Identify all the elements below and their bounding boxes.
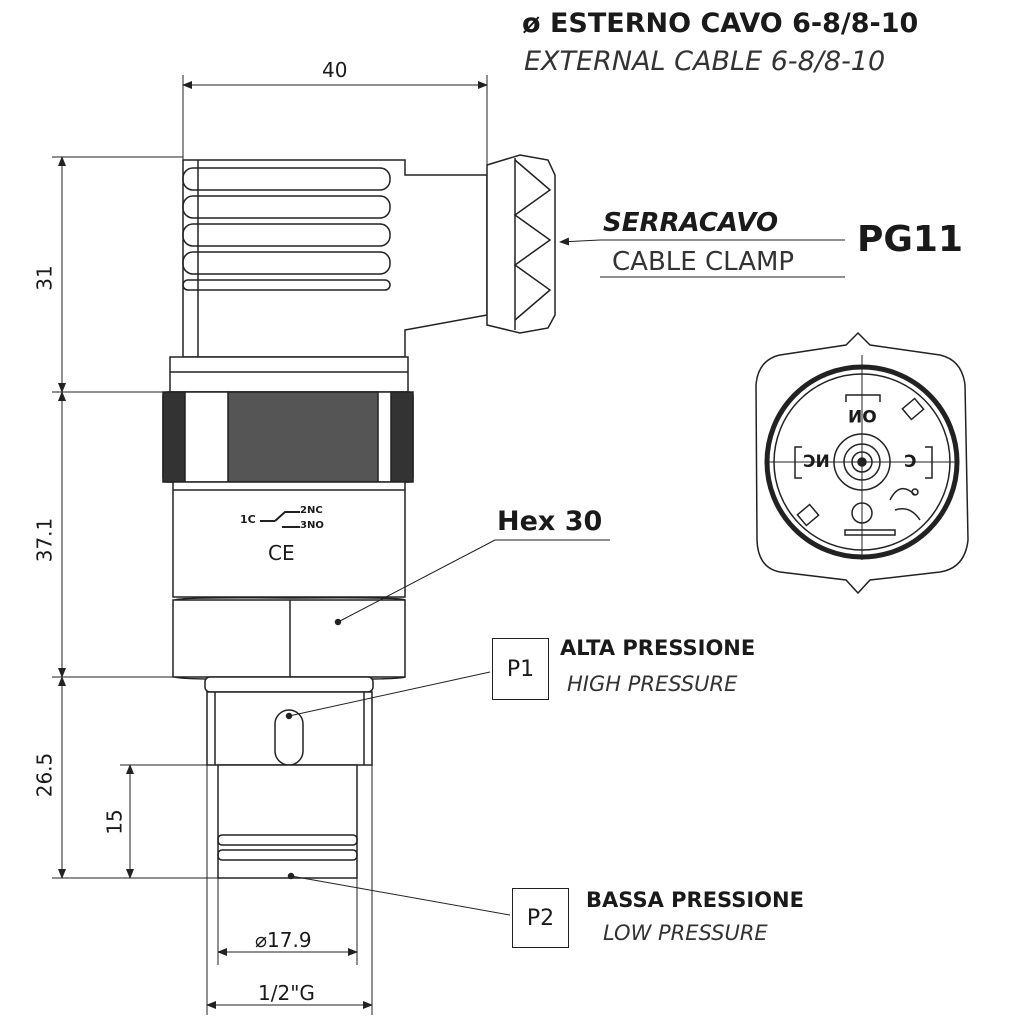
- collar: [169, 356, 409, 393]
- face-label-c: C: [904, 452, 917, 472]
- p1-id: P1: [506, 656, 535, 682]
- dim-width-top: 40: [322, 58, 348, 82]
- dim-body-height: 37.1: [32, 517, 57, 563]
- sensor-body: [172, 481, 406, 598]
- p1-box: P1: [492, 638, 549, 700]
- face-label-nc: NC: [803, 452, 830, 472]
- wiring-common: 1C: [240, 513, 256, 526]
- p2-label-en: LOW PRESSURE: [603, 921, 768, 945]
- head-ribs: [182, 160, 391, 357]
- dim-spigot-height: 15: [102, 809, 127, 835]
- p2-box: P2: [512, 888, 569, 948]
- ce-mark: CE: [268, 541, 295, 565]
- dim-thread: 1/2"G: [258, 981, 315, 1005]
- cable-clamp-label-it: SERRACAVO: [603, 208, 779, 238]
- cable-gland: [486, 154, 556, 334]
- spigot: [217, 764, 358, 879]
- connector-face-view: [755, 331, 969, 595]
- p1-label-en: HIGH PRESSURE: [567, 672, 738, 696]
- p2-id: P2: [526, 905, 555, 931]
- cable-clamp-size: PG11: [857, 219, 964, 260]
- wiring-nc: 2NC: [300, 505, 323, 516]
- cable-diameter-title: ø ESTERNO CAVO 6-8/8-10: [522, 8, 919, 39]
- face-label-no: NO: [848, 405, 877, 425]
- wiring-no: 3NO: [300, 520, 324, 531]
- connector-head: [182, 159, 488, 358]
- p1-label-it: ALTA PRESSIONE: [560, 636, 756, 660]
- cable-diameter-subtitle: EXTERNAL CABLE 6-8/8-10: [524, 46, 886, 77]
- leader-lines: [288, 237, 845, 916]
- dim-head-height: 31: [32, 265, 57, 291]
- hex-nut: [172, 597, 406, 680]
- dimension-lines: [52, 75, 488, 1015]
- p2-label-it: BASSA PRESSIONE: [586, 888, 804, 912]
- dim-diameter: ⌀17.9: [255, 928, 312, 952]
- cable-clamp-label-en: CABLE CLAMP: [612, 247, 795, 277]
- dim-thread-height: 26.5: [32, 752, 57, 798]
- knurled-ring: [162, 391, 414, 483]
- hex-label: Hex 30: [497, 506, 603, 537]
